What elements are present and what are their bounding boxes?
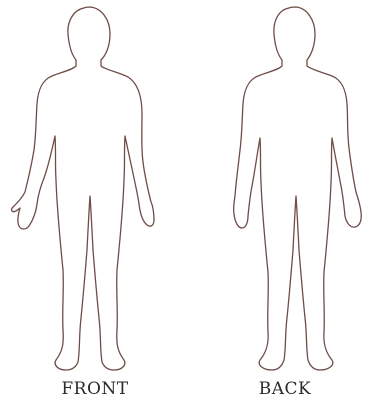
front-body-outline: [0, 0, 190, 380]
front-figure-panel: FRONT: [0, 0, 190, 404]
front-label: FRONT: [0, 378, 190, 400]
back-body-outline: [190, 0, 380, 380]
front-body-silhouette: [12, 7, 154, 370]
back-figure-panel: BACK: [190, 0, 380, 404]
back-label: BACK: [190, 378, 380, 400]
back-body-silhouette: [234, 7, 362, 370]
